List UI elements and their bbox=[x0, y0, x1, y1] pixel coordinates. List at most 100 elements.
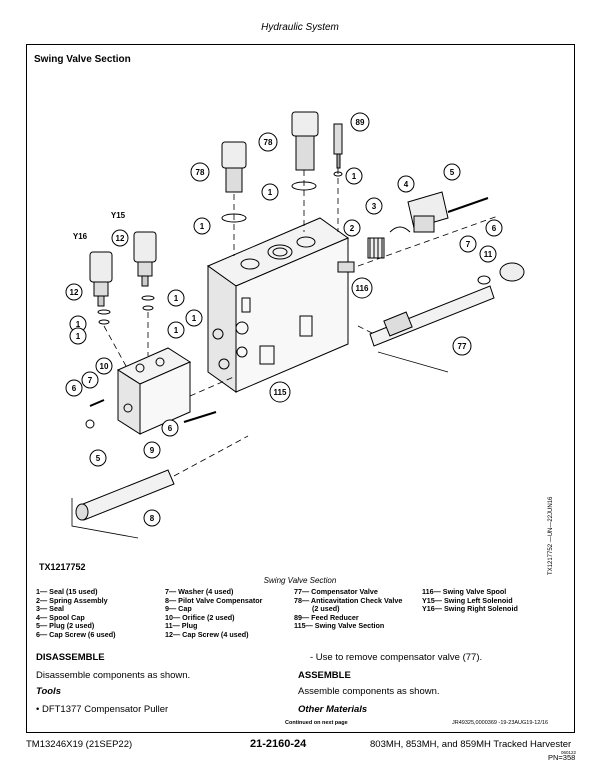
spool-cap bbox=[407, 191, 449, 233]
svg-text:10: 10 bbox=[100, 362, 109, 371]
svg-text:4: 4 bbox=[404, 180, 409, 189]
assemble-text: Assemble components as shown. bbox=[298, 686, 440, 697]
callout-78: 78 bbox=[258, 132, 278, 152]
callout-5: 5 bbox=[89, 449, 107, 467]
legend-item: 5— Plug (2 used) bbox=[36, 621, 95, 631]
svg-text:8: 8 bbox=[150, 514, 155, 523]
svg-text:77: 77 bbox=[458, 342, 467, 351]
document-reference: JR49325,0000369 -19-23AUG19-12/16 bbox=[452, 720, 549, 726]
callout-3: 3 bbox=[365, 197, 383, 215]
cap-block bbox=[116, 347, 192, 435]
spring-assembly bbox=[367, 237, 385, 259]
callout-1: 1 bbox=[261, 183, 279, 201]
svg-text:12: 12 bbox=[70, 288, 79, 297]
svg-text:6: 6 bbox=[72, 384, 77, 393]
legend-item: 2— Spring Assembly bbox=[36, 595, 108, 605]
callout-2: 2 bbox=[343, 219, 361, 237]
callout-78: 78 bbox=[190, 162, 210, 182]
solenoid-y15 bbox=[133, 231, 157, 287]
callout-1: 1 bbox=[167, 321, 185, 339]
svg-text:1: 1 bbox=[76, 332, 81, 341]
legend-item: 77— Compensator Valve bbox=[294, 587, 378, 596]
svg-text:3: 3 bbox=[372, 202, 377, 211]
footer-code: 060122 bbox=[561, 750, 577, 755]
other-materials-heading: Other Materials bbox=[298, 704, 368, 715]
legend-item: 3— Seal bbox=[36, 604, 64, 614]
svg-text:5: 5 bbox=[96, 454, 101, 463]
svg-text:1: 1 bbox=[76, 320, 81, 329]
callout-10: 10 bbox=[95, 357, 113, 375]
legend-item: 4— Spool Cap bbox=[36, 612, 85, 622]
callout-4: 4 bbox=[397, 175, 415, 193]
legend-item: 89— Feed Reducer bbox=[294, 612, 359, 622]
figure-side-id: TX1217752 —UN—22JUN16 bbox=[548, 496, 554, 575]
footer-manual-id: TM13246X19 (21SEP22) bbox=[26, 739, 133, 750]
section-title: Swing Valve Section bbox=[34, 54, 131, 65]
svg-text:89: 89 bbox=[356, 118, 365, 127]
callout-7: 7 bbox=[459, 235, 477, 253]
compensator-note: - Use to remove compensator valve (77). bbox=[310, 652, 483, 663]
svg-text:116: 116 bbox=[356, 284, 369, 293]
compensator-valve bbox=[369, 285, 495, 347]
legend-item: 78— Anticavitation Check Valve bbox=[294, 595, 403, 605]
feed-reducer bbox=[333, 123, 343, 169]
callout-89: 89 bbox=[350, 112, 370, 132]
svg-text:5: 5 bbox=[450, 168, 455, 177]
svg-text:1: 1 bbox=[352, 172, 357, 181]
callout-9: 9 bbox=[143, 441, 161, 459]
footer-page-number: 21-2160-24 bbox=[250, 738, 307, 750]
callout-1: 1 bbox=[345, 167, 363, 185]
label-y15: Y15 bbox=[111, 211, 126, 220]
content-frame bbox=[26, 44, 575, 733]
svg-text:1: 1 bbox=[174, 294, 179, 303]
tool-item-text: DFT1377 Compensator Puller bbox=[41, 704, 169, 715]
callout-11: 11 bbox=[479, 245, 497, 263]
legend-column-3: 77— Compensator Valve 78— Anticavitation… bbox=[294, 587, 403, 631]
svg-text:1: 1 bbox=[192, 314, 197, 323]
legend-item: 9— Cap bbox=[165, 604, 192, 614]
footer-model-title: 803MH, 853MH, and 859MH Tracked Harveste… bbox=[370, 739, 572, 750]
legend-item: 116— Swing Valve Spool bbox=[422, 587, 507, 596]
assemble-heading: ASSEMBLE bbox=[298, 670, 351, 681]
svg-text:1: 1 bbox=[268, 188, 273, 197]
callout-1: 1 bbox=[193, 217, 211, 235]
label-y16: Y16 bbox=[73, 232, 88, 241]
callout-12: 12 bbox=[111, 229, 129, 247]
svg-text:7: 7 bbox=[88, 376, 93, 385]
tools-heading: Tools bbox=[36, 686, 61, 697]
callout-12: 12 bbox=[65, 283, 83, 301]
svg-text:78: 78 bbox=[264, 138, 273, 147]
callout-77: 77 bbox=[452, 336, 472, 356]
legend-column-2: 7— Washer (4 used) 8— Pilot Valve Compen… bbox=[165, 587, 263, 640]
disassemble-heading: DISASSEMBLE bbox=[36, 652, 105, 663]
exploded-view-figure: 1 1 1 1 1 1 1 1 2 3 4 5 5 6 6 6 7 7 8 9 … bbox=[65, 111, 525, 539]
legend-item: (2 used) bbox=[312, 604, 340, 614]
legend-item: Y16— Swing Right Solenoid bbox=[422, 604, 518, 614]
callout-8: 8 bbox=[143, 509, 161, 527]
callout-1: 1 bbox=[167, 289, 185, 307]
figure-caption: Swing Valve Section bbox=[263, 576, 337, 585]
svg-text:6: 6 bbox=[168, 424, 173, 433]
continued-note: Continued on next page bbox=[285, 720, 348, 726]
svg-text:2: 2 bbox=[350, 224, 355, 233]
legend-item: 8— Pilot Valve Compensator bbox=[165, 595, 263, 605]
svg-text:6: 6 bbox=[492, 224, 497, 233]
callout-7: 7 bbox=[81, 371, 99, 389]
svg-text:78: 78 bbox=[196, 168, 205, 177]
svg-text:115: 115 bbox=[274, 388, 287, 397]
legend-column-4: 116— Swing Valve Spool Y15— Swing Left S… bbox=[422, 587, 518, 614]
callout-1: 1 bbox=[185, 309, 203, 327]
anticavitation-check-valve-left bbox=[221, 141, 247, 193]
callout-6: 6 bbox=[161, 419, 179, 437]
swing-valve-body bbox=[206, 217, 350, 393]
disassemble-text: Disassemble components as shown. bbox=[36, 670, 191, 681]
legend-column-1: 1— Seal (15 used) 2— Spring Assembly 3— … bbox=[36, 587, 116, 640]
legend-item: 7— Washer (4 used) bbox=[165, 587, 234, 596]
callout-6: 6 bbox=[65, 379, 83, 397]
tool-item: • DFT1377 Compensator Puller bbox=[36, 704, 169, 715]
header-title: Hydraulic System bbox=[261, 22, 339, 33]
svg-text:1: 1 bbox=[174, 326, 179, 335]
svg-text:1: 1 bbox=[200, 222, 205, 231]
anticavitation-check-valve-right bbox=[291, 111, 319, 171]
legend-item: 11— Plug bbox=[165, 621, 198, 631]
